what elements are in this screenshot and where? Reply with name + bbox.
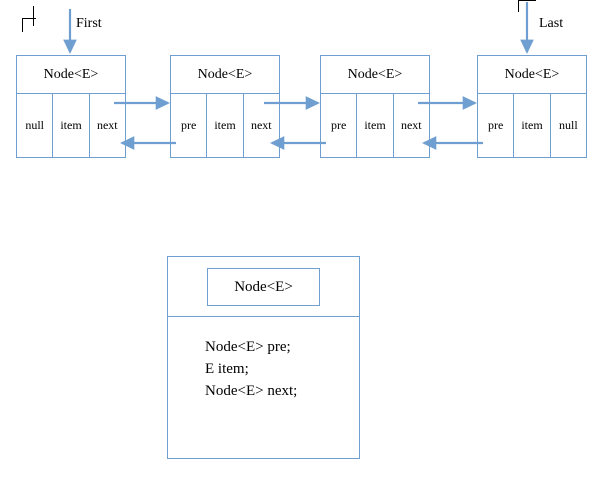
node-4-cell-next: null	[558, 118, 578, 132]
node-2-title: Node<E>	[171, 56, 279, 94]
node-4-cells: pre item null	[478, 94, 586, 157]
node-2: Node<E> pre item next	[170, 55, 280, 158]
page-corner-mark-right	[518, 0, 519, 12]
node-2-cell-pre: pre	[171, 94, 208, 157]
node-1-cell-pre: null	[17, 94, 54, 157]
node-1: Node<E> null item next	[16, 55, 126, 158]
node-3: Node<E> pre item next	[320, 55, 430, 158]
node-3-cell-item: item	[357, 94, 394, 157]
node-1-cell-next: next	[96, 118, 118, 132]
label-first: First	[76, 16, 102, 31]
class-box-fields: Node<E> pre; E item; Node<E> next;	[205, 339, 298, 399]
node-3-title: Node<E>	[321, 56, 429, 94]
class-box-divider	[168, 316, 359, 317]
node-1-cell-item: item	[53, 94, 90, 157]
node-4-cell-item: item	[514, 94, 551, 157]
node-2-cell-item: item	[207, 94, 244, 157]
class-box-tab: Node<E>	[207, 268, 320, 306]
node-1-cells: null item next	[17, 94, 125, 157]
node-4-cell-pre: pre	[478, 94, 515, 157]
node-3-cells: pre item next	[321, 94, 429, 157]
text-caret	[33, 6, 34, 26]
node-3-cell-pre: pre	[321, 94, 358, 157]
node-3-cell-next: next	[400, 118, 422, 132]
node-2-cells: pre item next	[171, 94, 279, 157]
label-last: Last	[539, 16, 564, 31]
node-4-title: Node<E>	[478, 56, 586, 94]
page-corner-mark-left	[22, 18, 36, 19]
page-corner-mark-left-vert	[22, 18, 23, 32]
node-4: Node<E> pre item null	[477, 55, 587, 158]
page-corner-mark-right-top	[518, 0, 536, 1]
node-2-cell-next: next	[250, 118, 272, 132]
node-1-title: Node<E>	[17, 56, 125, 94]
